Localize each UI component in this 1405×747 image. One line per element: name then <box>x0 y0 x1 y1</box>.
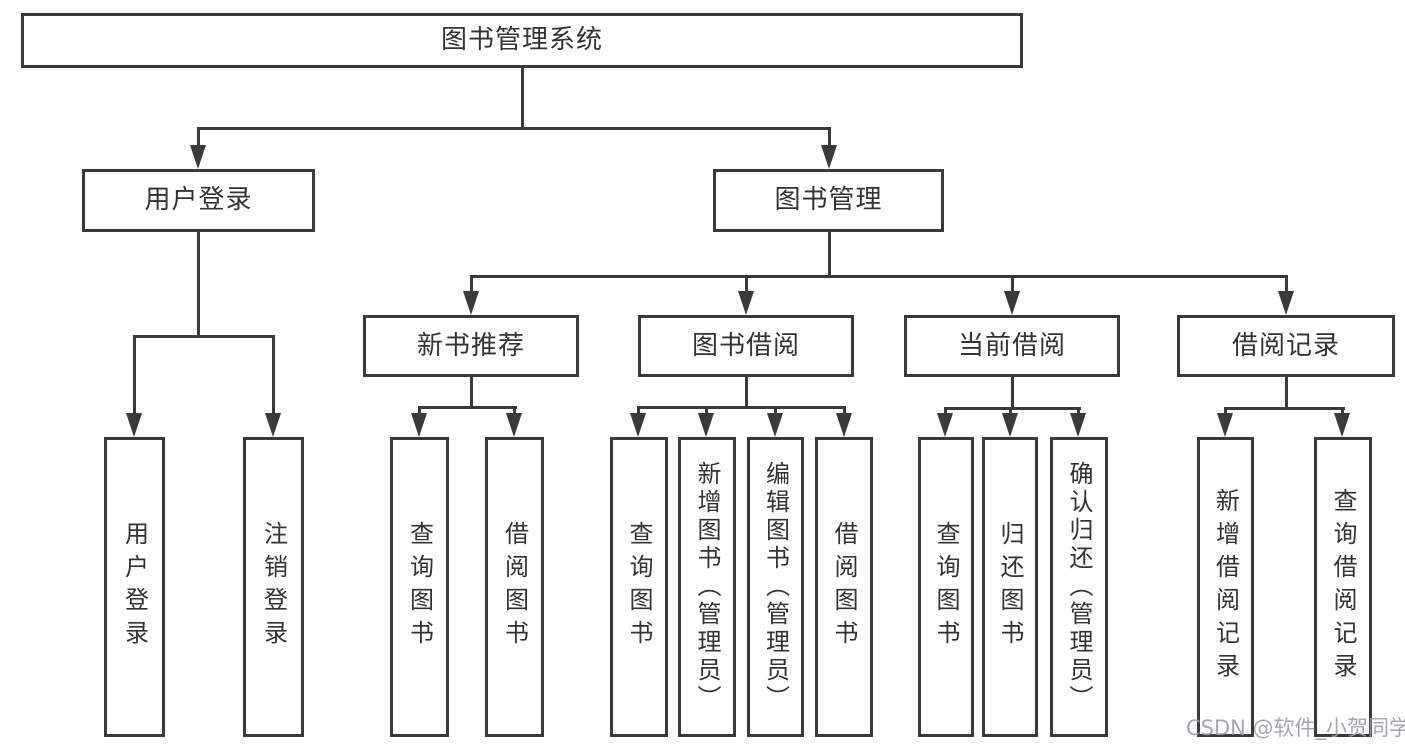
connector-book-mgmt-bar <box>470 275 1288 278</box>
connector-book-borrow-bar <box>637 406 846 409</box>
leaf-borrow-book-2-label: 借阅图书 <box>830 521 858 653</box>
leaf-logout-label: 注销登录 <box>259 521 288 653</box>
connector-user-login-drop-1 <box>133 335 136 416</box>
arrowhead-leaf-add-record <box>1217 413 1233 437</box>
arrowhead-leaf-borrow-book-1 <box>506 413 522 437</box>
arrowhead-leaf-edit-book <box>767 413 783 437</box>
arrowhead-current-borrow <box>1004 291 1020 315</box>
connector-new-book-stem <box>470 377 473 406</box>
connector-book-borrow-stem <box>745 377 748 406</box>
connector-book-borrow-drop-3 <box>774 406 777 415</box>
connector-current-borrow-bar <box>944 407 1081 410</box>
leaf-query-borrow-record: 查询借阅记录 <box>1314 437 1372 737</box>
connector-borrow-record-stem <box>1285 377 1288 407</box>
leaf-borrow-book-1-label: 借阅图书 <box>500 521 529 653</box>
connector-book-mgmt-drop-2 <box>745 275 748 295</box>
connector-book-borrow-drop-1 <box>637 406 640 415</box>
connector-current-borrow-drop-3 <box>1077 407 1080 415</box>
node-root: 图书管理系统 <box>21 13 1023 68</box>
leaf-query-book-3-label: 查询图书 <box>932 521 960 653</box>
connector-new-book-bar <box>418 406 517 409</box>
connector-book-mgmt-drop-4 <box>1285 275 1288 295</box>
leaf-add-borrow-record-label: 新增借阅记录 <box>1211 488 1240 686</box>
arrowhead-user-login <box>190 145 206 169</box>
leaf-edit-book-label: 编辑图书（管理员） <box>761 461 790 713</box>
leaf-add-book: 新增图书（管理员） <box>678 437 736 737</box>
arrowhead-leaf-query-book-3 <box>937 413 953 437</box>
leaf-query-borrow-record-label: 查询借阅记录 <box>1329 488 1357 686</box>
leaf-query-book-3: 查询图书 <box>918 437 974 737</box>
connector-book-mgmt-stem <box>828 232 831 275</box>
arrowhead-leaf-confirm-return <box>1070 413 1086 437</box>
leaf-query-book-1-label: 查询图书 <box>405 521 434 653</box>
connector-root-bar <box>197 127 831 130</box>
csdn-watermark: CSDN @软件_小贺同学 <box>1186 716 1405 740</box>
leaf-logout: 注销登录 <box>243 437 304 737</box>
connector-borrow-record-drop-2 <box>1341 407 1344 415</box>
connector-user-login-drop-2 <box>272 335 275 416</box>
node-root-label: 图书管理系统 <box>440 25 603 56</box>
leaf-add-book-label: 新增图书（管理员） <box>693 461 721 713</box>
node-new-book-recommend: 新书推荐 <box>363 315 579 377</box>
connector-new-book-drop-2 <box>513 406 516 415</box>
arrowhead-borrow-record <box>1278 291 1294 315</box>
node-current-borrow-label: 当前借阅 <box>957 330 1066 361</box>
node-user-login: 用户登录 <box>82 169 315 232</box>
arrowhead-new-book-recommend <box>463 291 479 315</box>
leaf-return-book: 归还图书 <box>982 437 1038 737</box>
connector-new-book-drop-1 <box>418 406 421 415</box>
connector-user-login-stem <box>197 232 200 335</box>
arrowhead-leaf-query-book-2 <box>630 413 646 437</box>
arrowhead-book-borrow <box>738 291 754 315</box>
node-current-borrow: 当前借阅 <box>904 315 1120 377</box>
arrowhead-book-management <box>821 145 837 169</box>
leaf-confirm-return-label: 确认归还（管理员） <box>1065 461 1093 713</box>
arrowhead-leaf-query-book-1 <box>411 413 427 437</box>
connector-borrow-record-drop-1 <box>1224 407 1227 415</box>
connector-book-borrow-drop-4 <box>843 406 846 415</box>
node-book-management-label: 图书管理 <box>774 185 883 216</box>
connector-current-borrow-drop-2 <box>1009 407 1012 415</box>
leaf-query-book-1: 查询图书 <box>390 437 449 737</box>
node-user-login-label: 用户登录 <box>144 185 253 216</box>
leaf-edit-book: 编辑图书（管理员） <box>747 437 804 737</box>
connector-current-borrow-drop-1 <box>944 407 947 415</box>
leaf-user-login-label: 用户登录 <box>120 521 149 653</box>
arrowhead-leaf-user-login <box>126 413 142 437</box>
connector-current-borrow-stem <box>1011 377 1014 407</box>
leaf-borrow-book-2: 借阅图书 <box>815 437 873 737</box>
node-book-management: 图书管理 <box>713 169 944 232</box>
arrowhead-leaf-borrow-book-2 <box>836 413 852 437</box>
arrowhead-leaf-add-book <box>698 413 714 437</box>
node-new-book-recommend-label: 新书推荐 <box>416 330 525 361</box>
leaf-query-book-2-label: 查询图书 <box>625 521 653 653</box>
leaf-add-borrow-record: 新增借阅记录 <box>1197 437 1254 737</box>
connector-book-mgmt-drop-1 <box>470 275 473 295</box>
arrowhead-leaf-return-book <box>1002 413 1018 437</box>
node-book-borrow: 图书借阅 <box>638 315 854 377</box>
connector-book-mgmt-drop-3 <box>1011 275 1014 295</box>
leaf-user-login: 用户登录 <box>104 437 165 737</box>
connector-user-login-bar <box>133 335 275 338</box>
node-book-borrow-label: 图书借阅 <box>691 330 800 361</box>
arrowhead-leaf-query-record <box>1334 413 1350 437</box>
connector-root-drop-right <box>828 127 831 148</box>
connector-root-drop-left <box>197 127 200 148</box>
leaf-return-book-label: 归还图书 <box>996 521 1024 653</box>
connector-borrow-record-bar <box>1224 407 1345 410</box>
node-borrow-record-label: 借阅记录 <box>1231 330 1340 361</box>
connector-book-borrow-drop-2 <box>705 406 708 415</box>
node-borrow-record: 借阅记录 <box>1177 315 1395 377</box>
arrowhead-leaf-logout <box>265 413 281 437</box>
leaf-confirm-return: 确认归还（管理员） <box>1050 437 1108 737</box>
leaf-query-book-2: 查询图书 <box>610 437 668 737</box>
connector-root-stem <box>521 68 524 127</box>
leaf-borrow-book-1: 借阅图书 <box>485 437 544 737</box>
